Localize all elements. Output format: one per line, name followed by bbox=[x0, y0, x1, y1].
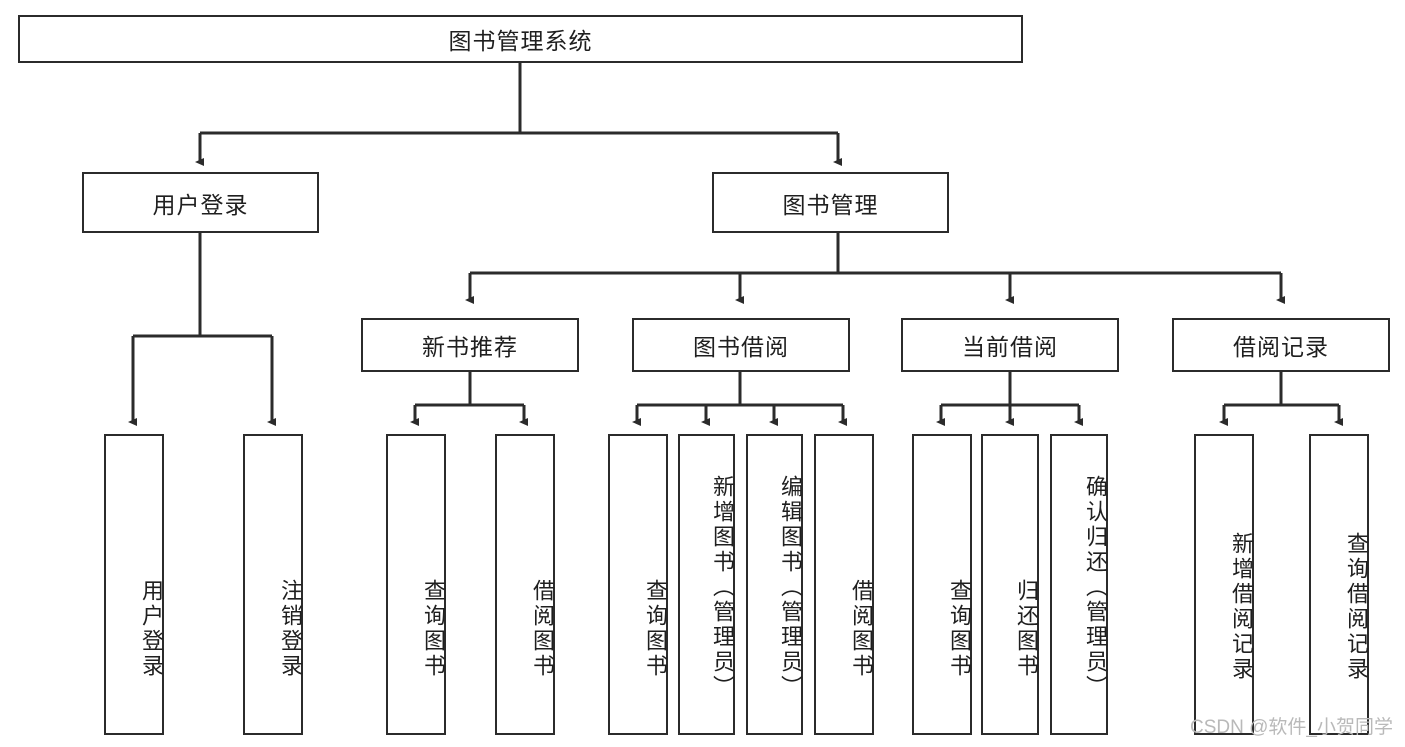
node-label: 图书管理 bbox=[782, 191, 879, 218]
leaf-book-borrow-borrow-book[interactable]: 借阅图书 bbox=[814, 434, 874, 735]
node-root-book-management-system[interactable]: 图书管理系统 bbox=[18, 15, 1023, 63]
leaf-book-borrow-edit-book-admin[interactable]: 编辑图书（管理员） bbox=[746, 434, 803, 735]
leaf-user-login-login[interactable]: 用户登录 bbox=[104, 434, 164, 735]
csdn-watermark: CSDN @软件_小贺同学 bbox=[1190, 717, 1393, 738]
leaf-book-borrow-add-book-admin[interactable]: 新增图书（管理员） bbox=[678, 434, 735, 735]
leaf-borrow-record-query-record[interactable]: 查询借阅记录 bbox=[1309, 434, 1369, 735]
leaf-new-book-borrow-book[interactable]: 借阅图书 bbox=[495, 434, 555, 735]
node-label: 查询图书 bbox=[947, 578, 972, 679]
node-label: 新书推荐 bbox=[422, 334, 518, 360]
node-borrow-record[interactable]: 借阅记录 bbox=[1172, 318, 1390, 372]
leaf-current-borrow-return-book[interactable]: 归还图书 bbox=[981, 434, 1039, 735]
node-user-login[interactable]: 用户登录 bbox=[82, 172, 319, 233]
node-label: 图书借阅 bbox=[693, 334, 789, 360]
leaf-current-borrow-confirm-return-admin[interactable]: 确认归还（管理员） bbox=[1050, 434, 1108, 735]
leaf-user-login-logout[interactable]: 注销登录 bbox=[243, 434, 303, 735]
node-label: 新增借阅记录 bbox=[1229, 532, 1254, 682]
leaf-borrow-record-add-record[interactable]: 新增借阅记录 bbox=[1194, 434, 1254, 735]
node-book-management[interactable]: 图书管理 bbox=[712, 172, 949, 233]
node-label: 注销登录 bbox=[278, 578, 303, 679]
leaf-new-book-query-book[interactable]: 查询图书 bbox=[386, 434, 446, 735]
node-label: 用户登录 bbox=[152, 191, 249, 218]
node-label: 确认归还（管理员） bbox=[1083, 475, 1108, 700]
node-label: 借阅图书 bbox=[849, 578, 874, 679]
node-label: 查询图书 bbox=[643, 578, 668, 679]
node-label: 归还图书 bbox=[1014, 578, 1039, 679]
node-label: 图书管理系统 bbox=[448, 28, 593, 54]
node-label: 当前借阅 bbox=[962, 334, 1058, 360]
node-new-book-recommend[interactable]: 新书推荐 bbox=[361, 318, 579, 372]
node-label: 查询图书 bbox=[421, 578, 446, 679]
leaf-book-borrow-query-book[interactable]: 查询图书 bbox=[608, 434, 668, 735]
node-label: 用户登录 bbox=[139, 578, 164, 679]
node-label: 新增图书（管理员） bbox=[710, 475, 735, 700]
node-label: 借阅图书 bbox=[530, 578, 555, 679]
leaf-current-borrow-query-book[interactable]: 查询图书 bbox=[912, 434, 972, 735]
node-label: 编辑图书（管理员） bbox=[778, 475, 803, 700]
node-current-borrow[interactable]: 当前借阅 bbox=[901, 318, 1119, 372]
node-book-borrow[interactable]: 图书借阅 bbox=[632, 318, 850, 372]
node-label: 借阅记录 bbox=[1233, 334, 1329, 360]
node-label: 查询借阅记录 bbox=[1344, 532, 1369, 682]
